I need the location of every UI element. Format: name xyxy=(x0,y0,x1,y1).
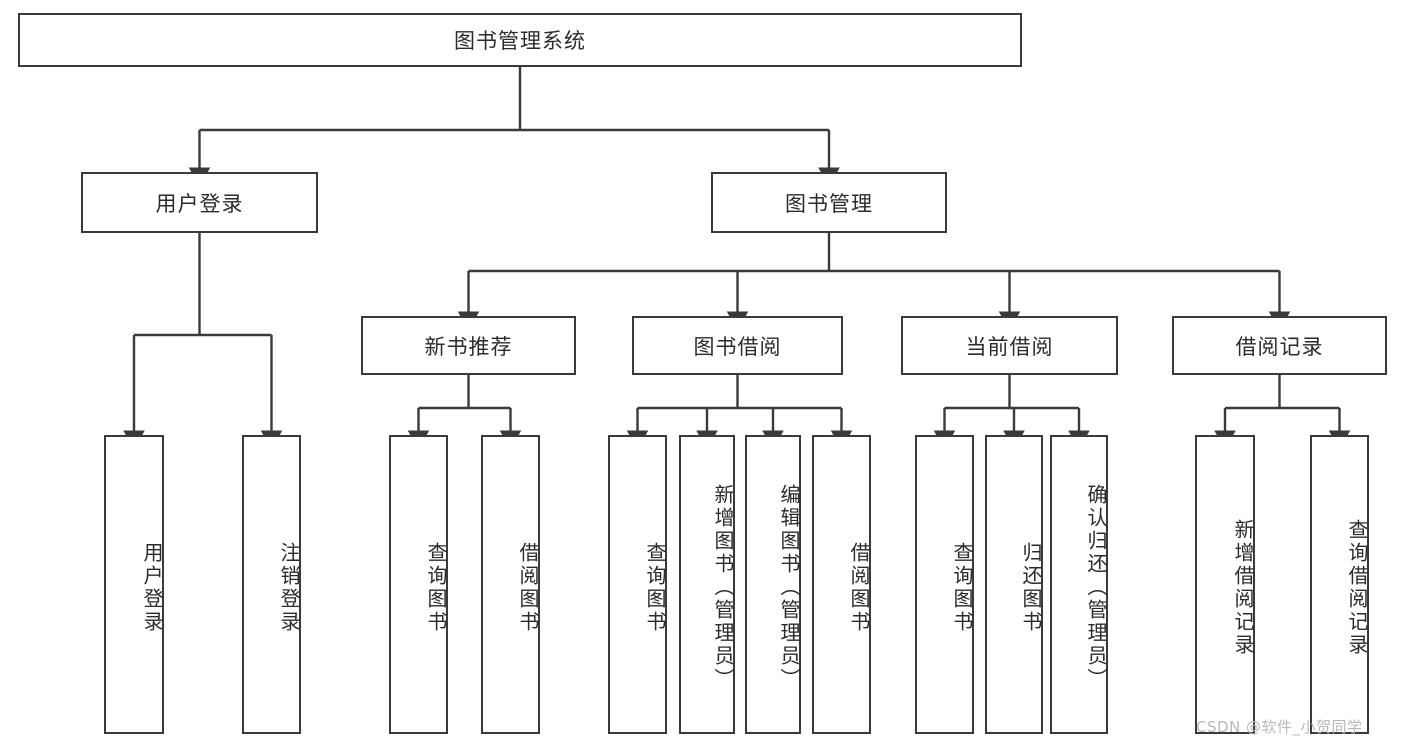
node-label: 注销登录 xyxy=(277,541,301,634)
node-leaf-confirm-return[interactable]: 确认归还（管理员） xyxy=(1050,435,1108,734)
node-current-borrow[interactable]: 当前借阅 xyxy=(901,316,1118,375)
node-leaf-add-record[interactable]: 新增借阅记录 xyxy=(1195,435,1255,734)
node-leaf-query-book-3[interactable]: 查询图书 xyxy=(915,435,974,734)
node-label: 当前借阅 xyxy=(965,334,1054,359)
node-label: 新书推荐 xyxy=(424,334,513,359)
node-label: 确认归还（管理员） xyxy=(1084,484,1108,691)
node-leaf-edit-book[interactable]: 编辑图书（管理员） xyxy=(745,435,801,734)
node-leaf-user-logout[interactable]: 注销登录 xyxy=(242,435,301,734)
node-book-manage[interactable]: 图书管理 xyxy=(711,172,947,233)
node-new-book-recommend[interactable]: 新书推荐 xyxy=(361,316,576,375)
node-user-login[interactable]: 用户登录 xyxy=(81,172,318,233)
node-leaf-query-book-2[interactable]: 查询图书 xyxy=(608,435,667,734)
node-leaf-return-book[interactable]: 归还图书 xyxy=(985,435,1043,734)
watermark-label: CSDN @软件_小贺同学 xyxy=(1196,718,1363,736)
node-label: 图书借阅 xyxy=(693,334,782,359)
node-label: 借阅图书 xyxy=(516,541,540,634)
node-label: 新增图书（管理员） xyxy=(711,484,735,691)
node-label: 图书管理系统 xyxy=(454,29,586,53)
node-label: 图书管理 xyxy=(785,191,873,216)
node-label: 用户登录 xyxy=(140,541,164,634)
node-label: 借阅记录 xyxy=(1235,334,1324,359)
node-label: 编辑图书（管理员） xyxy=(777,484,801,691)
node-label: 归还图书 xyxy=(1019,541,1043,634)
node-root[interactable]: 图书管理系统 xyxy=(18,13,1022,67)
node-leaf-add-book[interactable]: 新增图书（管理员） xyxy=(679,435,735,734)
node-label: 查询借阅记录 xyxy=(1345,518,1369,657)
node-label: 新增借阅记录 xyxy=(1231,518,1255,657)
node-label: 查询图书 xyxy=(950,541,974,634)
node-label: 查询图书 xyxy=(643,541,667,634)
node-leaf-borrow-book-2[interactable]: 借阅图书 xyxy=(812,435,871,734)
node-leaf-borrow-book-1[interactable]: 借阅图书 xyxy=(481,435,540,734)
node-book-borrow[interactable]: 图书借阅 xyxy=(632,316,843,375)
node-label: 用户登录 xyxy=(155,191,244,216)
node-leaf-user-login[interactable]: 用户登录 xyxy=(104,435,164,734)
node-leaf-query-record[interactable]: 查询借阅记录 xyxy=(1310,435,1369,734)
node-borrow-record[interactable]: 借阅记录 xyxy=(1172,316,1387,375)
node-leaf-query-book-1[interactable]: 查询图书 xyxy=(389,435,448,734)
node-label: 借阅图书 xyxy=(847,541,871,634)
node-label: 查询图书 xyxy=(424,541,448,634)
